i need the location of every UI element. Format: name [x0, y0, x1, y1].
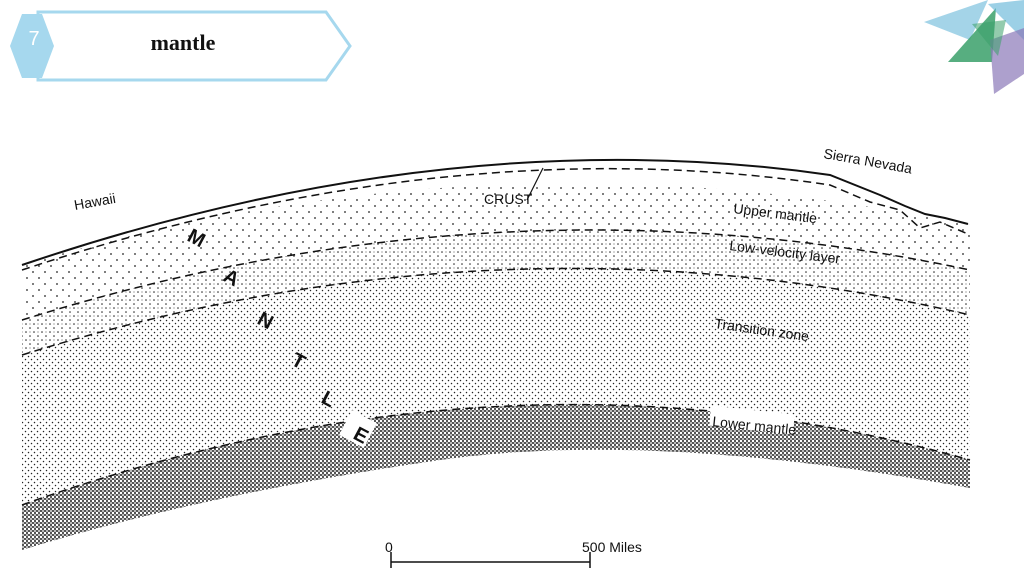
label-sierra-nevada: Sierra Nevada [822, 145, 913, 176]
title-banner [10, 10, 352, 82]
slide-number-badge [10, 14, 54, 78]
scale-bar: 0 500 Miles [385, 539, 642, 568]
low-velocity-boundary-line [21, 267, 971, 356]
upper-mantle-boundary-line [21, 229, 971, 321]
corner-logo-icon [924, 0, 1024, 94]
earth-surface-line [21, 158, 969, 266]
transition-zone-region [22, 268, 970, 505]
crust-boundary-line [21, 167, 969, 271]
label-hawaii: Hawaii [73, 190, 117, 213]
earth-cross-section-diagram: Hawaii Sierra Nevada CRUST Upper mantle … [21, 145, 971, 568]
scale-end-label: 500 Miles [582, 539, 642, 555]
slide-title: mantle [150, 30, 216, 55]
lower-mantle-region [22, 404, 970, 550]
upper-mantle-region [22, 183, 970, 320]
scale-start-label: 0 [385, 539, 393, 555]
transition-zone-boundary-line [21, 403, 971, 506]
slide-number: 7 [28, 28, 40, 50]
label-crust: CRUST [484, 191, 533, 207]
low-velocity-layer-region [22, 230, 970, 355]
crust-pointer-line [526, 167, 544, 201]
